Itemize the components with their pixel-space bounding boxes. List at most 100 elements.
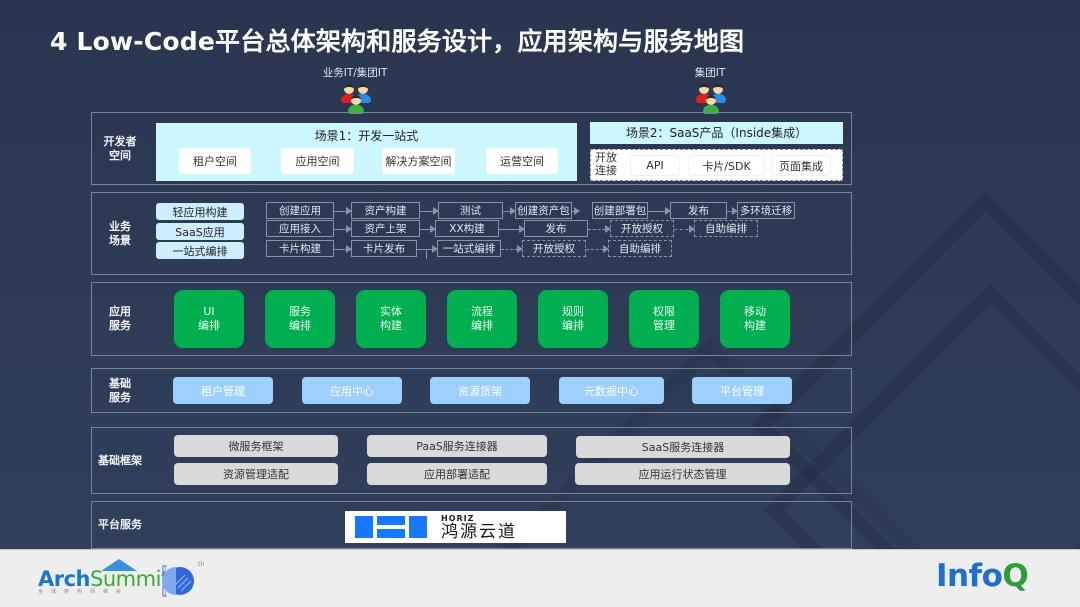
layer-label: 基础框架 — [98, 453, 142, 467]
base-tenant-management[interactable]: 租户管理 — [173, 377, 273, 404]
flow-arrow — [503, 207, 516, 215]
flow-step[interactable]: 资产构建 — [351, 202, 420, 219]
flow-arrow — [501, 245, 523, 253]
horiz-logo: HORIZ 鸿源云道 — [345, 511, 566, 543]
flow-step[interactable]: 自助编排 — [694, 220, 758, 237]
space-tenant[interactable]: 租户空间 — [179, 148, 251, 174]
flow-step[interactable]: XX构建 — [435, 220, 499, 237]
layer-label: 基础 服务 — [109, 376, 131, 404]
page-integration-box[interactable]: 页面集成 — [772, 156, 830, 175]
horiz-logo-en: HORIZ — [441, 513, 475, 523]
service-mobile-build[interactable]: 移动 构建 — [720, 290, 790, 348]
archsummit-text-arch: Arch — [38, 567, 91, 591]
layer-developer-space: 开发者 空间 场景1：开发一站式 租户空间 应用空间 解决方案空间 运营空间 场… — [91, 112, 852, 185]
flow-step[interactable]: 自助编排 — [608, 240, 672, 257]
flow-arrow — [499, 225, 525, 233]
flow-step[interactable]: 创建资产包 — [515, 202, 572, 219]
horiz-logo-cn: 鸿源云道 — [441, 521, 517, 542]
flow-arrow — [586, 245, 609, 253]
archsummit-subtitle: 全球架构师峰会 — [38, 589, 130, 595]
flow-step[interactable]: 多环境迁移 — [737, 202, 795, 219]
flow-arrow — [417, 245, 438, 253]
flow-step[interactable]: 开放授权 — [610, 220, 674, 237]
flow-step[interactable]: 开放授权 — [522, 240, 586, 257]
role-label: 集团IT — [694, 67, 726, 79]
flow-arrow — [648, 207, 671, 215]
space-operations[interactable]: 运营空间 — [486, 148, 558, 174]
role-group-it: 集团IT — [655, 65, 765, 116]
horiz-mark-icon — [355, 516, 433, 538]
framework-resource-adapter[interactable]: 资源管理适配 — [174, 463, 338, 485]
infoq-text-info: Info — [936, 558, 1003, 594]
flow-step[interactable]: 发布 — [670, 202, 727, 219]
flow-step[interactable]: 一站式编排 — [437, 240, 501, 257]
infoq-text-q: Q — [1002, 558, 1029, 594]
open-connection-label: 开放 连接 — [595, 151, 617, 177]
flow-step[interactable]: 创建部署包 — [592, 202, 648, 219]
base-resource-shelf[interactable]: 资源货架 — [430, 377, 530, 404]
archsummit-text-summit: Summit — [90, 567, 169, 591]
flow-arrow — [588, 225, 611, 233]
framework-runtime-state[interactable]: 应用运行状态管理 — [575, 463, 790, 485]
user-group-icon — [335, 84, 375, 116]
scene-light-app[interactable]: 轻应用构建 — [156, 203, 244, 220]
archsummit-logo: ArchSummit 全球架构师峰会 — [38, 567, 169, 595]
scene1-title: 场景1：开发一站式 — [314, 129, 419, 143]
flow-arrow — [334, 225, 352, 233]
framework-saas-connector[interactable]: SaaS服务连接器 — [576, 436, 790, 458]
layer-label: 应用 服务 — [109, 305, 131, 332]
scene2-panel: 开放 连接 API 卡片/SDK 页面集成 — [590, 149, 843, 181]
scene1-panel: 场景1：开发一站式 租户空间 应用空间 解决方案空间 运营空间 — [156, 123, 577, 181]
flow-step[interactable]: 发布 — [524, 220, 588, 237]
layer-label: 开发者 空间 — [103, 134, 137, 162]
layer-business-scene: 业务 场景 轻应用构建 SaaS应用 一站式编排 创建应用 资产构建 测试 创建… — [91, 192, 852, 275]
user-group-icon — [690, 84, 730, 116]
flow-arrow — [334, 207, 352, 215]
flow-step[interactable]: 卡片发布 — [351, 240, 417, 257]
layer-platform-service: 平台服务 HORIZ 鸿源云道 — [91, 501, 852, 549]
api-box[interactable]: API — [631, 156, 679, 175]
space-solution[interactable]: 解决方案空间 — [382, 148, 455, 174]
service-service-orchestration[interactable]: 服务 编排 — [265, 290, 335, 348]
base-platform-management[interactable]: 平台管理 — [692, 377, 792, 404]
role-label: 业务IT/集团IT — [322, 67, 388, 79]
infoq-logo: InfoQ — [936, 558, 1029, 594]
space-application[interactable]: 应用空间 — [281, 148, 354, 174]
page-title: 4 Low-Code平台总体架构和服务设计，应用架构与服务地图 — [50, 27, 745, 56]
layer-base-framework: 基础框架 微服务框架 PaaS服务连接器 SaaS服务连接器 资源管理适配 应用… — [91, 427, 852, 494]
archsummit-mountain-icon — [101, 559, 137, 571]
layer-app-service: 应用 服务 UI 编排 服务 编排 实体 构建 流程 编排 规则 编排 权限 管… — [91, 282, 852, 356]
framework-paas-connector[interactable]: PaaS服务连接器 — [367, 435, 547, 457]
framework-deploy-adapter[interactable]: 应用部署适配 — [367, 463, 547, 485]
layer-label: 平台服务 — [98, 518, 142, 531]
scene2-title: 场景2：SaaS产品（Inside集成） — [590, 122, 843, 144]
flow-arrow — [420, 225, 436, 233]
service-ui-orchestration[interactable]: UI 编排 — [174, 290, 244, 348]
anniversary-badge-icon: th — [162, 561, 204, 598]
framework-microservice[interactable]: 微服务框架 — [174, 435, 338, 457]
layer-label: 业务 场景 — [109, 219, 131, 247]
badge-superscript: th — [198, 561, 205, 568]
flow-step[interactable]: 测试 — [438, 202, 503, 219]
flow-arrow — [572, 207, 580, 215]
flow-connector — [426, 249, 427, 259]
role-business-it: 业务IT/集团IT — [300, 65, 410, 116]
service-permission-management[interactable]: 权限 管理 — [629, 290, 699, 348]
flow-step[interactable]: 资产上架 — [351, 220, 420, 237]
flow-arrow — [674, 225, 695, 233]
scene-one-stop[interactable]: 一站式编排 — [156, 242, 244, 259]
scene-saas-app[interactable]: SaaS应用 — [156, 223, 244, 240]
flow-arrow — [420, 207, 439, 215]
base-metadata-center[interactable]: 元数据中心 — [559, 377, 664, 404]
flow-step[interactable]: 应用接入 — [266, 220, 334, 237]
flow-step[interactable]: 卡片构建 — [266, 240, 334, 257]
service-rule-orchestration[interactable]: 规则 编排 — [538, 290, 608, 348]
base-app-center[interactable]: 应用中心 — [302, 377, 402, 404]
service-process-orchestration[interactable]: 流程 编排 — [447, 290, 517, 348]
layer-base-service: 基础 服务 租户管理 应用中心 资源货架 元数据中心 平台管理 — [91, 368, 852, 413]
card-sdk-box[interactable]: 卡片/SDK — [689, 156, 764, 175]
flow-arrow — [727, 207, 738, 215]
flow-step[interactable]: 创建应用 — [266, 202, 334, 219]
flow-arrow — [334, 245, 352, 253]
service-entity-build[interactable]: 实体 构建 — [356, 290, 426, 348]
